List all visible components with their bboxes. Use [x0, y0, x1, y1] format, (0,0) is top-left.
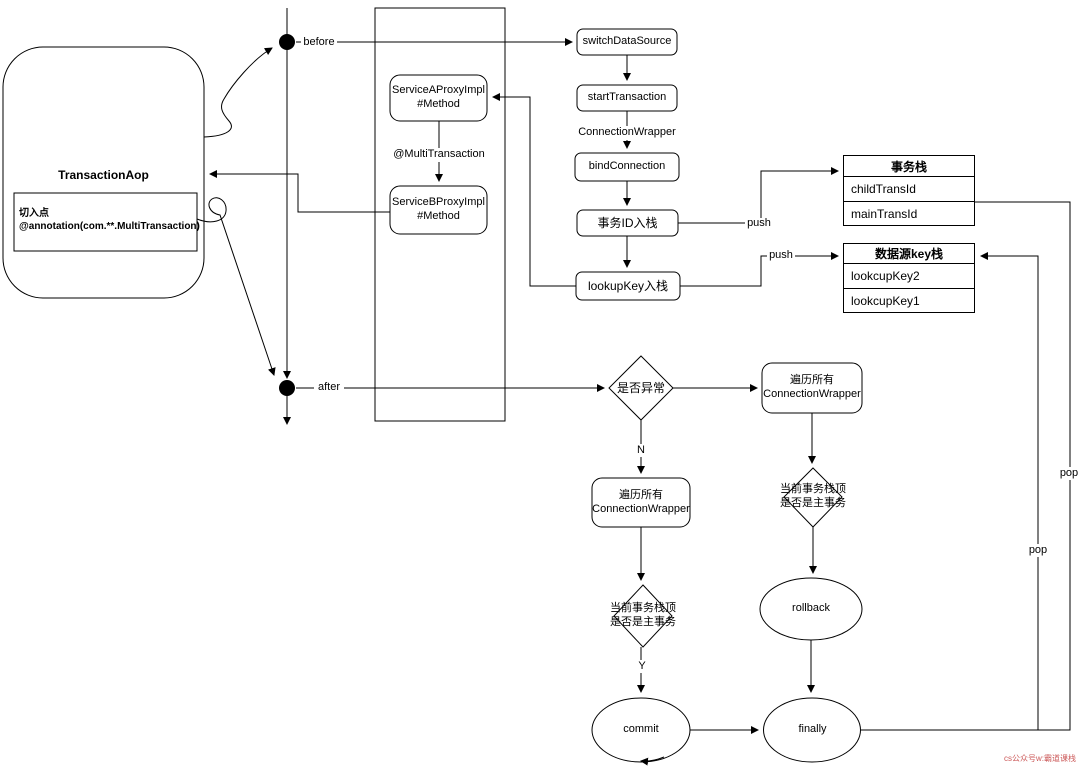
- main-tx-right-line2: 是否是主事务: [780, 497, 846, 509]
- connector-service-b-to-aop: [209, 170, 390, 213]
- iterate-right-line2: ConnectionWrapper: [763, 388, 861, 400]
- connector-aop-to-before-point: [203, 47, 273, 138]
- service-b-line2: #Method: [417, 210, 460, 222]
- ds-stack-title: 数据源key栈: [844, 244, 974, 264]
- start-transaction-label: startTransaction: [587, 91, 667, 104]
- connector-push-tx-stack: [678, 167, 839, 224]
- pop-label-ds: pop: [1025, 544, 1051, 557]
- iterate-left-line2: ConnectionWrapper: [592, 502, 690, 515]
- before-label: before: [301, 36, 337, 49]
- iterate-right-line1: 遍历所有: [790, 374, 834, 387]
- iterate-right-label: 遍历所有 ConnectionWrapper: [762, 363, 862, 413]
- pointcut-text: 切入点 @annotation(com.**.MultiTransaction): [19, 207, 200, 233]
- service-a-line1: ServiceAProxyImpl: [392, 84, 485, 97]
- bind-connection-label: bindConnection: [588, 160, 666, 173]
- ds-stack-row-key2: lookcupKey2: [844, 264, 974, 289]
- no-label: N: [634, 444, 648, 457]
- main-tx-left-line2: 是否是主事务: [610, 616, 676, 628]
- commit-label: commit: [623, 723, 659, 736]
- ds-stack-row-key1: lookcupKey1: [851, 293, 920, 308]
- iterate-left-line1: 遍历所有: [619, 488, 663, 501]
- lookup-key-push-label: lookupKey入栈: [587, 278, 669, 293]
- after-point: [279, 380, 295, 396]
- switch-datasource-label: switchDataSource: [582, 35, 672, 48]
- proxy-container-shape: [374, 7, 506, 422]
- service-b-proxy-label: ServiceBProxyImpl #Method: [390, 186, 487, 234]
- tx-id-push-label: 事务ID入栈: [597, 215, 658, 230]
- service-b-line1: ServiceBProxyImpl: [392, 196, 485, 209]
- iterate-left-label: 遍历所有 ConnectionWrapper: [592, 478, 690, 527]
- exception-diamond-label: 是否异常: [616, 380, 665, 395]
- main-tx-diamond-left-label: 当前事务栈顶 是否是主事务: [601, 602, 685, 630]
- tx-stack-title: 事务栈: [844, 156, 974, 177]
- tx-stack-table: 事务栈 childTransId mainTransId: [843, 155, 975, 226]
- connector-pop-ds-stack: [980, 252, 1039, 730]
- rollback-label: rollback: [792, 602, 830, 615]
- service-a-line2: #Method: [417, 98, 460, 110]
- service-a-proxy-label: ServiceAProxyImpl #Method: [390, 75, 487, 121]
- pointcut-line2: @annotation(com.**.MultiTransaction): [19, 221, 200, 232]
- connection-wrapper-label: ConnectionWrapper: [578, 126, 676, 140]
- pop-label-tx: pop: [1057, 467, 1080, 480]
- main-tx-right-line1: 当前事务栈顶: [780, 483, 846, 496]
- main-tx-diamond-right-label: 当前事务栈顶 是否是主事务: [771, 483, 855, 511]
- tx-stack-row-main: mainTransId: [851, 206, 918, 221]
- pointcut-line1: 切入点: [19, 208, 49, 219]
- watermark: cs公众号w:霸道课栈: [1004, 754, 1076, 763]
- transaction-aop-title: TransactionAop: [58, 168, 149, 182]
- main-tx-diamond-left-shape: [613, 584, 673, 648]
- finally-shape: [763, 697, 861, 763]
- main-tx-left-line1: 当前事务栈顶: [610, 602, 676, 615]
- finally-label: finally: [798, 723, 827, 736]
- connector-lookup-to-service-a: [492, 93, 576, 287]
- yes-label: Y: [635, 660, 649, 673]
- multi-transaction-annotation: @MultiTransaction: [388, 148, 490, 162]
- connector-pointcut-to-after-point: [196, 197, 276, 376]
- pointcut-box-shape: [13, 192, 198, 252]
- tx-stack-row-child: childTransId: [844, 177, 974, 202]
- before-point: [279, 34, 295, 50]
- service-b-proxy-shape: [389, 185, 488, 235]
- push-label-tx: push: [745, 217, 773, 230]
- after-label: after: [314, 381, 344, 394]
- ds-stack-table: 数据源key栈 lookcupKey2 lookcupKey1: [843, 243, 975, 313]
- connector-finally-to-commit-edge: [640, 756, 665, 766]
- push-label-ds: push: [767, 249, 795, 262]
- connector-push-ds-stack: [680, 252, 839, 287]
